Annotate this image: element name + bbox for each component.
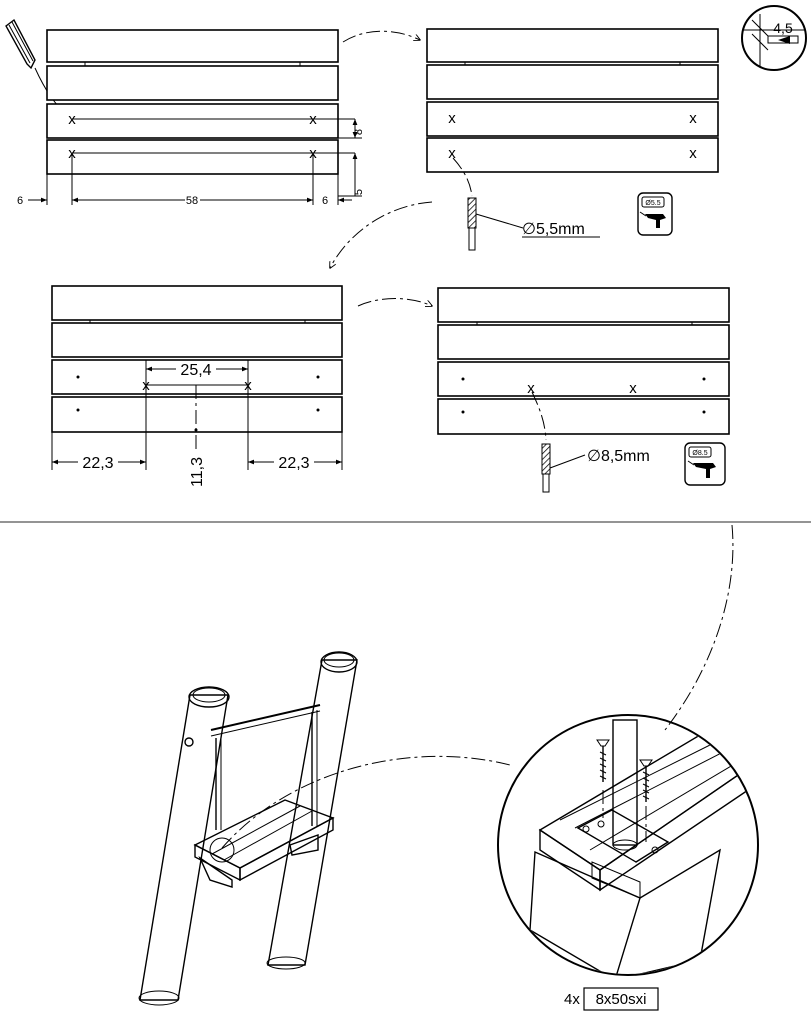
mark-x: x [527,380,535,397]
dim-8: 8 [353,129,365,135]
wooden-post [139,694,229,1001]
flow-arrow [330,201,433,268]
drill-icon: Ø5.5 [637,192,673,236]
horizontal-dimension: 6 58 6 [17,153,352,207]
step1-marking: x x x x 8 5 6 58 6 [5,18,365,207]
mark-x: x [309,111,317,128]
mark-x: x [689,145,697,162]
mark-x: x [448,145,456,162]
step2-pre-drill: x x x x ∅5,5mm Ø5.5 4,5 [426,5,807,251]
drill-diameter-label: ∅8,5mm [587,448,650,465]
mark-x: x [68,111,76,128]
seat [193,799,335,888]
detail-view [497,714,759,976]
flow-arrow [357,298,432,307]
dim-6-right: 6 [322,195,328,207]
vertical-dimension: 8 5 [338,119,365,197]
drill-bit-icon [467,197,477,251]
drill-icon: Ø8.5 [684,442,726,486]
dim-25-4: 25,4 [180,362,211,379]
dim-6-left: 6 [17,195,23,207]
drill-bit-icon [541,443,551,493]
dim-22-3-right: 22,3 [278,455,309,472]
mark-x: x [629,380,637,397]
detail-leader [221,755,511,849]
step3-marking: x x 25,4 11,3 22,3 22,3 [51,285,343,487]
drill-badge-label: Ø5.5 [645,200,660,207]
detail-leader [664,524,734,731]
swing-seat-assembly [138,651,358,1006]
dim-11-3: 11,3 [189,457,206,487]
screw-spec: 8x50sxi [596,991,647,1008]
fastener-label: 4x 8x50sxi [564,987,659,1011]
drill-diameter-label: ∅5,5mm [522,221,585,238]
dim-58: 58 [186,195,198,207]
dim-5: 5 [353,189,365,195]
mark-x: x [448,110,456,127]
mark-x: x [689,110,697,127]
screw-quantity: 4x [564,991,580,1008]
screw-size-icon: 4,5 [741,5,807,71]
screw-icon [639,759,653,842]
screw-icon [596,739,610,818]
dim-22-3-left: 22,3 [82,455,113,472]
step4-drill: x x ∅8,5mm Ø8.5 [437,287,730,493]
wooden-post [267,659,358,966]
screw-size-label: 4,5 [773,20,793,36]
flow-arrow [342,30,420,43]
drill-badge-label: Ø8.5 [692,450,707,457]
bench-seat-planks [46,29,339,175]
